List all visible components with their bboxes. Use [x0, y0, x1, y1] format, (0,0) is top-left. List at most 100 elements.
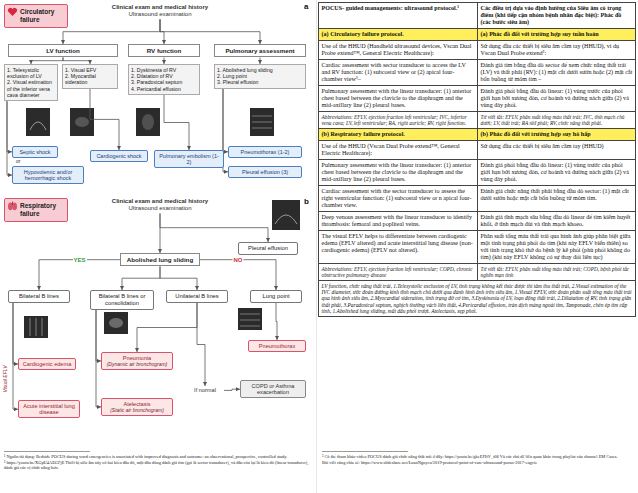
- outcome-box: Pleural effusion (3): [228, 166, 302, 178]
- findings-box: 1. Visual EFV2. Myocardial sideration: [62, 64, 118, 89]
- ultrasound-image: [109, 318, 123, 328]
- panel-letter: a: [304, 2, 316, 12]
- table-cell: Sử dụng đầu các thiết bị siêu âm cầm tay…: [477, 140, 636, 159]
- ultrasound-image: [30, 122, 46, 130]
- heart-icon: [8, 8, 17, 16]
- table-cell: Từ viết tắt: EFLV, phân suất tống máu th…: [477, 263, 636, 280]
- node-text: 3. Paradoxical septum: [131, 79, 197, 85]
- table-cell: Pulmonary assessment with the linear tra…: [318, 159, 477, 185]
- node-text: If normal: [187, 387, 223, 394]
- footnote: ³ Có thể tham khảo video POCUS đánh giá …: [322, 454, 634, 459]
- table-cell: Đánh giá phổi bằng đầu dò linear: (1) vù…: [477, 159, 636, 185]
- node-text: Ultrasound examination: [106, 11, 214, 18]
- footnote-separator: [4, 451, 90, 452]
- node-text: Abolished lung sliding: [123, 256, 197, 263]
- table-cell: Sử dụng đầu các thiết bị siêu âm cầm tay…: [477, 40, 636, 59]
- protocol-title-box: Respiratory failure: [4, 198, 68, 222]
- node-text: Lung point: [253, 293, 299, 300]
- node-text: Circulatory failure: [20, 8, 64, 24]
- outcome-box: Cardiogenic shock: [90, 150, 148, 162]
- node-text: Bilateral B lines: [11, 293, 67, 300]
- outcome-box: Pulmonary embolism (1-2): [154, 150, 224, 168]
- node-text: Cardiogenic edema: [21, 361, 73, 368]
- node-text: Hypovolemic and/or hemorrhagic shock: [15, 169, 81, 182]
- node-text: 1. Dyskinesia of RV: [131, 67, 197, 73]
- table-cell: Pulmonary assessment with the linear tra…: [318, 85, 477, 111]
- diagnosis-box: Acute interstitial lung disease: [18, 400, 80, 418]
- node-text: 4. Pericardial effusion: [131, 86, 197, 92]
- connector-arrow: [7, 101, 12, 175]
- node-text: 2. Dilatation of RV: [131, 73, 197, 79]
- table-cell: (a) Phác đồ đối với trường hợp suy tuần …: [477, 28, 636, 40]
- findings-box: 1. Telesystolic exclusion of LV2. Visual…: [4, 64, 58, 101]
- footnote: ¹ Nguồn tài dụng: Bedside POCUS during w…: [4, 454, 312, 459]
- table-cell: Use of the HHUD (Handheld ultrasound dev…: [318, 40, 477, 59]
- section-header: LV function: [8, 44, 118, 57]
- finding-box: Lung point: [250, 290, 302, 303]
- finding-box: Unilateral B lines: [166, 290, 228, 303]
- ultrasound-image: [250, 108, 274, 136]
- diagnosis-box: COPD or Asthma exacerbation: [240, 380, 306, 398]
- header-text: Clinical exam and medical historyUltraso…: [105, 3, 215, 19]
- finding-box: Bilateral B lines or consolidation: [90, 290, 154, 310]
- table-cell: Abbreviations: EFLV, ejection fraction l…: [318, 263, 477, 280]
- node-text: RV function: [131, 47, 197, 54]
- ultrasound-image: [240, 314, 260, 326]
- node-text: Cardiogenic shock: [93, 153, 145, 160]
- connector-arrow: [13, 303, 18, 409]
- node-text: (Static air bronchogram): [104, 407, 170, 413]
- connector-arrow: [160, 213, 268, 242]
- ultrasound-image: [275, 215, 297, 224]
- node-text: 1. Abolished lung sliding: [217, 67, 303, 73]
- node-text: 1. Telesystolic exclusion of LV: [7, 67, 55, 79]
- node-text: Clinical exam and medical history: [106, 198, 214, 205]
- table-cell: Các điều trị dựa vào định hướng của Siêu…: [477, 2, 636, 28]
- connector-arrow: [31, 57, 63, 64]
- node-text: 2. Visual estimation of the inferior ven…: [7, 79, 55, 98]
- section-header: RV function: [128, 44, 200, 57]
- connector-arrow: [90, 89, 119, 150]
- connector-arrow: [122, 266, 160, 290]
- footnote: Bài viết cũng chia sẻ: https://www.slide…: [322, 460, 634, 465]
- table-cell: Deep venous assessment with the linear t…: [318, 211, 477, 230]
- node-text: 1. Visual EFV: [65, 67, 115, 73]
- lungs-icon: [12, 203, 17, 211]
- condition-text: If normal: [186, 386, 224, 395]
- panel-letter: b: [304, 197, 316, 207]
- table-cell: LV function, chức năng thất trái, 1.Tele…: [318, 280, 636, 317]
- table-cell: The visual EFLV helps to differentiate b…: [318, 230, 477, 263]
- node-text: Unilateral B lines: [169, 293, 225, 300]
- ultrasound-image: [104, 312, 128, 334]
- lungs-icon: [7, 201, 18, 211]
- decision-box: Abolished lung sliding: [120, 253, 200, 266]
- node-text: COPD or Asthma exacerbation: [243, 383, 303, 396]
- connector-arrow: [7, 101, 12, 152]
- node-text: Pulmonary assessment: [217, 47, 303, 54]
- node-text: Acute interstitial lung disease: [21, 403, 77, 416]
- table-cell: Use of the HHUD (Vscan Dual Probe extend…: [318, 140, 477, 159]
- ultrasound-image: [142, 114, 154, 130]
- ultrasound-image: [272, 200, 300, 230]
- protocol-title-box: Circulatory failure: [4, 4, 68, 28]
- outcome-box: Pneumothorax (1-2): [228, 146, 302, 158]
- table-cell: Từ viết tắt: EFLV, phân suất tống máu th…: [477, 111, 636, 128]
- rotated-label: Visual EFLV: [2, 359, 8, 399]
- node-text: Respiratory failure: [20, 202, 64, 218]
- footnote-separator: [322, 451, 408, 452]
- lungs-icon: [8, 203, 13, 211]
- connector-arrow: [200, 260, 276, 290]
- node-text: Pneumothorax: [251, 343, 303, 350]
- diagnosis-box: Pneumothorax: [248, 340, 306, 352]
- footnote: ² https://youtu.be/XGpU4AEGFjE Thiết bị …: [4, 460, 312, 471]
- outcome-box: Hypovolemic and/or hemorrhagic shock: [12, 166, 84, 184]
- connector-arrow: [260, 57, 261, 64]
- connector-arrow: [160, 19, 260, 44]
- node-text: Pneumothorax (1-2): [231, 149, 299, 156]
- connector-arrow: [63, 57, 90, 64]
- node-text: 3. Pleural effusion: [217, 79, 303, 85]
- findings-box: 1. Abolished lung sliding2. Lung point3.…: [214, 64, 306, 89]
- ultrasound-image: [238, 308, 262, 330]
- node-text: LV function: [11, 47, 115, 54]
- branch-label: NO: [233, 256, 244, 263]
